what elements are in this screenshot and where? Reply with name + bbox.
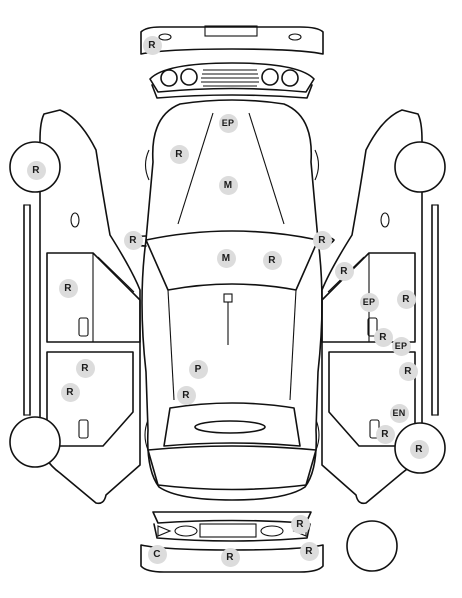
damage-code: R: [296, 518, 304, 530]
rear-face-outline: [152, 511, 312, 542]
damage-code: R: [340, 265, 348, 277]
damage-marker-right-rear-door[interactable]: R: [398, 361, 418, 381]
damage-marker-rear-light[interactable]: R: [290, 514, 310, 534]
front-grille-outline: [149, 62, 315, 99]
damage-marker-hood-top[interactable]: EP: [218, 113, 238, 133]
damage-code: R: [129, 234, 137, 246]
damage-code: R: [226, 551, 234, 563]
damage-code: P: [194, 363, 202, 375]
damage-marker-right-rear-en[interactable]: EN: [389, 403, 409, 423]
damage-code: R: [175, 148, 183, 160]
damage-marker-left-front-wheel[interactable]: R: [26, 160, 46, 180]
damage-marker-left-mirror[interactable]: R: [123, 230, 143, 250]
front-bumper-outline: [140, 25, 324, 55]
damage-code: R: [148, 39, 156, 51]
damage-code: C: [153, 548, 161, 560]
damage-code: R: [64, 282, 72, 294]
damage-marker-trunk-upper[interactable]: P: [188, 359, 208, 379]
damage-code: EP: [394, 341, 408, 351]
damage-code: R: [415, 443, 423, 455]
damage-code: R: [66, 386, 74, 398]
damage-marker-hood-left[interactable]: R: [169, 144, 189, 164]
damage-marker-front-bumper[interactable]: R: [142, 35, 162, 55]
damage-marker-left-front-door[interactable]: R: [58, 278, 78, 298]
damage-code: R: [32, 164, 40, 176]
damage-code: R: [268, 254, 276, 266]
damage-code: EP: [362, 297, 376, 307]
damage-marker-right-pillar[interactable]: EP: [391, 336, 411, 356]
damage-marker-hood-center[interactable]: M: [218, 175, 238, 195]
damage-marker-roof-center[interactable]: M: [216, 248, 236, 268]
damage-marker-right-rear-handle[interactable]: R: [375, 424, 395, 444]
damage-marker-rear-bumper-center[interactable]: R: [220, 547, 240, 567]
damage-marker-left-rear-door-lower[interactable]: R: [60, 382, 80, 402]
damage-code: M: [223, 179, 233, 191]
damage-marker-trunk-lower[interactable]: R: [176, 385, 196, 405]
damage-marker-right-fender[interactable]: R: [334, 261, 354, 281]
damage-code: R: [318, 234, 326, 246]
damage-code: R: [402, 293, 410, 305]
damage-code: M: [221, 252, 231, 264]
damage-code: R: [381, 428, 389, 440]
damage-marker-rear-bumper-left[interactable]: C: [147, 544, 167, 564]
car-body-top-view: [129, 99, 335, 501]
damage-marker-right-mirror[interactable]: R: [312, 230, 332, 250]
damage-marker-right-front-door-ep[interactable]: EP: [359, 292, 379, 312]
damage-code: EP: [221, 118, 235, 128]
damage-code: R: [81, 362, 89, 374]
damage-code: EN: [392, 408, 406, 418]
spare-wheel-outline: [346, 520, 398, 572]
damage-marker-rear-bumper-right[interactable]: R: [299, 541, 319, 561]
damage-marker-right-rear-wheel[interactable]: R: [409, 439, 429, 459]
damage-marker-roof-right[interactable]: R: [262, 250, 282, 270]
left-side-outline: [9, 109, 141, 505]
damage-code: R: [182, 389, 190, 401]
rear-bumper-outline: [140, 544, 324, 573]
damage-code: R: [305, 545, 313, 557]
damage-marker-left-rear-door-upper[interactable]: R: [75, 358, 95, 378]
damage-code: R: [379, 331, 387, 343]
damage-marker-right-front-door-r[interactable]: R: [396, 289, 416, 309]
damage-marker-right-front-handle[interactable]: R: [373, 327, 393, 347]
damage-code: R: [404, 365, 412, 377]
